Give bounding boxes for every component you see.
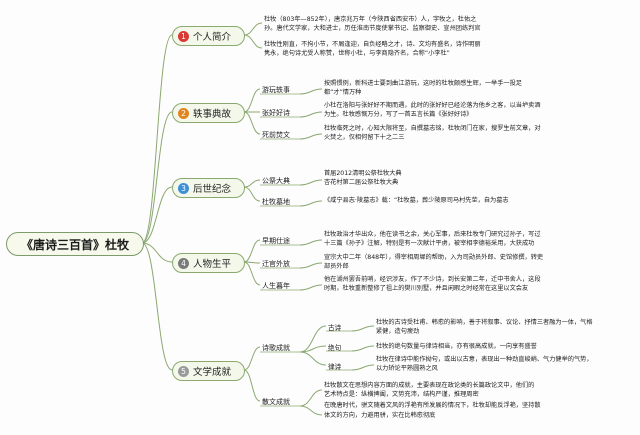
sub-leaf-connector (299, 111, 323, 118)
sub-leaf-connector (299, 405, 323, 416)
topic-label: 后世纪念 (193, 184, 232, 195)
topic-sub-connector (243, 346, 261, 371)
topic-sub-connector (243, 239, 261, 263)
leaf-text: 杜牧性刚直，不拘小节，不屑逢迎，自负经略之才，诗、文均有盛名，诗作明丽隽永，绝句… (264, 41, 481, 58)
leaf-text: 杜牧在律诗中能作拗句，或出以古意，表现出一种劲直峻峭、气力健举的气势，以力矫论平… (376, 356, 593, 373)
topic-label: 人物生平 (193, 259, 232, 270)
sub-item-connector (299, 325, 327, 353)
subtopic-label[interactable]: 死前焚文 (262, 131, 290, 139)
item-label[interactable]: 绝句 (328, 344, 342, 352)
subtopic-label[interactable]: 迁官外放 (262, 260, 290, 268)
topic-number-badge: 1 (178, 30, 189, 42)
sub-leaf-connector (299, 200, 323, 207)
topic-sub-connector (243, 261, 261, 286)
leaf-text: 《咸宁县志·陵墓志》载：“杜牧墓，葬少陵原司马村先茔，自为墓志 (324, 197, 509, 204)
root-topic-connector (141, 242, 173, 371)
leaf-text: 杜牧的绝句数量与律诗相当，亦有很高成就，一向享有盛誉 (376, 343, 537, 350)
root-topic-connector (141, 186, 173, 244)
topic-number-badge: 2 (178, 107, 189, 119)
topic-node-5[interactable]: 5 文学成就 (172, 361, 245, 381)
sub-leaf-connector (299, 284, 323, 291)
leaf-text: 杜牧散文在思想内容方面的成就，主要表现在政论类的长篇政论文中，他们的艺术特点是：… (324, 382, 541, 419)
item-label[interactable]: 律诗 (328, 363, 342, 371)
leaf-text: 宣宗大中二年（848年），得宰相周墀的帮助，入为司勋员外郎、史馆修撰，转吏部员外… (324, 254, 544, 271)
topic-sub-connector (243, 186, 261, 202)
sub-leaf-connector (299, 262, 323, 269)
leaf-text: 杜牧政治才华出众，他在读书之余，关心军事，后来杜牧专门研究过孙子，写过十三篇《孙… (324, 231, 541, 248)
subtopic-label[interactable]: 杜牧墓地 (262, 198, 290, 206)
sub-item-connector (299, 351, 327, 366)
root-topic-connector (141, 242, 173, 263)
subtopic-label[interactable]: 散文成就 (262, 398, 290, 406)
topic-leaf-connector (243, 34, 263, 49)
item-leaf-connector (351, 325, 375, 332)
topic-node-2[interactable]: 2 轶事典故 (172, 103, 245, 123)
root-topic-connector (141, 34, 173, 244)
leaf-text: 杜牧临死之时，心知大限将至，自撰墓志铭，杜牧闭门在家，搜罗生前文章，对火焚之，仅… (324, 125, 541, 142)
topic-leaf-connector (243, 22, 263, 36)
sub-leaf-connector (299, 133, 323, 140)
sub-leaf-connector (299, 389, 323, 407)
sub-leaf-connector (299, 239, 323, 246)
topic-number-badge: 3 (178, 182, 189, 194)
leaf-text: 按照惯例，新科进士要到曲江游玩，这时的杜牧颇感生辉，一举手一投足都“才”情万种 (324, 80, 522, 97)
topic-label: 轶事典故 (193, 109, 232, 120)
leaf-text: 首届2012清明公祭杜牧大典杏花村第二届公祭杜牧大典 (324, 170, 402, 187)
topic-node-4[interactable]: 4 人物生平 (172, 253, 245, 273)
leaf-text: 他在湖州罢吾前哨，经识涉友，作了不少诗，到长安第二年，迁中书舍人，这段时期，杜牧… (324, 276, 541, 293)
item-leaf-connector (351, 345, 375, 352)
topic-sub-connector (243, 88, 261, 113)
subtopic-label[interactable]: 公祭大典 (262, 177, 290, 185)
root-topic-connector (141, 111, 173, 244)
leaf-text: 杜牧（803年—852年），唐京兆万年（今陕西省西安市）人，字牧之，杜佑之孙。唐… (264, 16, 481, 33)
topic-label: 个人简介 (193, 32, 232, 43)
root-node[interactable]: 《唐诗三百首》杜牧 (6, 232, 144, 256)
sub-leaf-connector (299, 88, 323, 95)
subtopic-label[interactable]: 早期仕途 (262, 237, 290, 245)
subtopic-label[interactable]: 张好好诗 (262, 109, 290, 117)
subtopic-label[interactable]: 诗歌成就 (262, 344, 290, 352)
leaf-text: 杜牧的古诗受杜甫、韩愈的影响，善于将叙事、议论、抒情三者融为一体，气格紧健，造句… (376, 319, 593, 336)
item-leaf-connector (351, 364, 375, 371)
subtopic-label[interactable]: 游玩轶事 (262, 86, 290, 94)
topic-number-badge: 5 (178, 365, 189, 377)
topic-node-1[interactable]: 1 个人简介 (172, 26, 245, 46)
topic-number-badge: 4 (178, 257, 189, 269)
leaf-text: 小杜在洛阳与张好好不期而遇，此时的张好好已经沦落为他乡之客，以当垆卖酒为生。杜牧… (324, 102, 541, 119)
topic-sub-connector (243, 111, 261, 135)
subtopic-label[interactable]: 人生暮年 (262, 282, 290, 290)
topic-sub-connector (243, 369, 261, 402)
sub-leaf-connector (299, 179, 323, 186)
item-label[interactable]: 古诗 (328, 324, 342, 332)
topic-label: 文学成就 (193, 367, 232, 378)
topic-sub-connector (243, 179, 261, 188)
topic-node-3[interactable]: 3 后世纪念 (172, 178, 245, 198)
